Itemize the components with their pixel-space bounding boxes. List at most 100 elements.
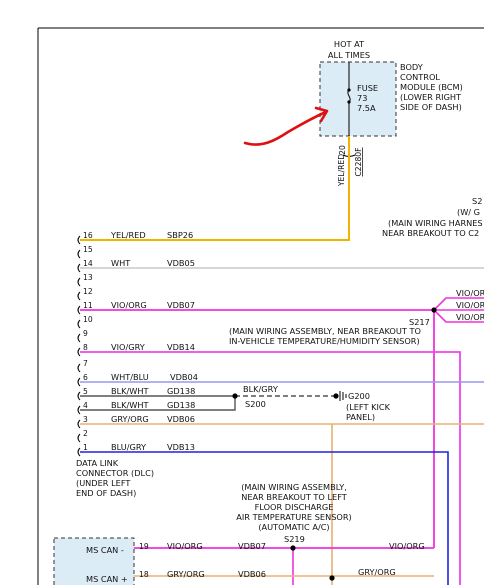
ms-can-minus-label: MS CAN - — [86, 545, 124, 555]
s219-splice-dot — [290, 545, 296, 551]
ms-can-right-plus-color: GRY/ORG — [358, 567, 396, 577]
wire-label-color-5: BLK/WHT — [111, 386, 150, 396]
wire-blk-wht-pin4 — [80, 396, 236, 411]
wire-vio-gry — [80, 351, 461, 585]
bcm-wire-color: YEL/RED — [337, 154, 346, 187]
dlc-pin-14: 14 — [83, 259, 93, 268]
wire-label-circuit-6: VDB04 — [170, 372, 198, 382]
s217-splice-dot — [431, 307, 437, 313]
dlc-pin-4: 4 — [83, 401, 88, 410]
g200-location-1: (LEFT KICK — [346, 402, 391, 412]
dlc-pin-2: 2 — [83, 429, 88, 438]
red-annotation-arrow — [243, 110, 328, 146]
wire-label-color-6: WHT/BLU — [111, 372, 149, 382]
wire-label-color-1: BLU/GRY — [111, 442, 147, 452]
wire-label-color-4: BLK/WHT — [111, 400, 150, 410]
wire-label-color-3: GRY/ORG — [111, 414, 149, 424]
wire-label-color-11: VIO/ORG — [111, 300, 147, 310]
s217-desc-2: IN-VEHICLE TEMPERATURE/HUMIDITY SENSOR) — [229, 336, 420, 346]
wire-label-color-8: VIO/GRY — [111, 342, 146, 352]
wire-label-circuit-5: GD138 — [167, 386, 195, 396]
dlc-pin-12: 12 — [83, 287, 93, 296]
g200-ground-dot — [333, 393, 339, 399]
dlc-label-2: CONNECTOR (DLC) — [76, 468, 154, 478]
wire-label-color-16: YEL/RED — [110, 230, 146, 240]
ms-can-plus-circuit: VDB06 — [238, 569, 266, 579]
bcm-line-1: BODY — [400, 62, 424, 72]
wire-label-circuit-14: VDB05 — [167, 258, 195, 268]
s200-splice-name: S200 — [245, 399, 266, 409]
s219-desc-3: FLOOR DISCHARGE — [255, 502, 334, 512]
dlc-pin-7: 7 — [83, 359, 88, 368]
fuse-rating: 7.5A — [357, 103, 376, 113]
bcm-connector-id: C2280F — [354, 148, 363, 177]
wire-s217-branch-3 — [433, 309, 484, 323]
bcm-line-5: SIDE OF DASH) — [400, 102, 462, 112]
dlc-pin-16: 16 — [83, 231, 93, 240]
wire-label-circuit-1: VDB13 — [167, 442, 195, 452]
dlc-label-4: END OF DASH) — [76, 488, 136, 498]
s2-line-2: (MAIN WIRING HARNES — [388, 218, 483, 228]
hot-at-label: HOT AT — [334, 39, 365, 49]
ms-can-pin-18: 18 — [139, 570, 149, 579]
ms-can-plus-color: GRY/ORG — [167, 569, 205, 579]
s2-line-1: (W/ G — [457, 207, 480, 217]
bcm-pin-number: 20 — [338, 145, 347, 155]
dlc-pin-10: 10 — [83, 315, 93, 324]
bcm-line-3: MODULE (BCM) — [400, 82, 463, 92]
bcm-line-4: (LOWER RIGHT — [400, 92, 462, 102]
dlc-pin-3: 3 — [83, 415, 88, 424]
dlc-pin-8: 8 — [83, 343, 88, 352]
dlc-pin-13: 13 — [83, 273, 93, 282]
dlc-pin-1: 1 — [83, 443, 88, 452]
wire-label-circuit-16: SBP26 — [167, 230, 193, 240]
ms-can-module-box — [53, 537, 135, 585]
ms-can-minus-color: VIO/ORG — [167, 541, 203, 551]
bcm-line-2: CONTROL — [400, 72, 440, 82]
s200-splice-dot — [232, 393, 238, 399]
g200-ground-id: G200 — [348, 391, 370, 401]
ms-can-plus-label: MS CAN + — [86, 574, 128, 584]
s217-splice-name: S217 — [409, 317, 430, 327]
s219-desc-4: AIR TEMPERATURE SENSOR) — [236, 512, 351, 522]
wire-label-circuit-4: GD138 — [167, 400, 195, 410]
s217-branch-label-1: VIO/OR — [456, 288, 484, 298]
s2-line-3: NEAR BREAKOUT TO C2 — [382, 228, 479, 238]
dlc-pin-5: 5 — [83, 387, 88, 396]
wire-label-color-14: WHT — [111, 258, 131, 268]
wire-s217-branch-1 — [433, 297, 484, 311]
s219-splice-name: S219 — [284, 534, 305, 544]
s219-desc-1: (MAIN WIRING ASSEMBLY, — [241, 482, 347, 492]
all-times-label: ALL TIMES — [328, 50, 370, 60]
ms-can-pin-19: 19 — [139, 542, 149, 551]
s2-splice-name: S2 — [472, 196, 482, 206]
bcm-box — [319, 61, 397, 137]
wire-label-circuit-8: VDB14 — [167, 342, 195, 352]
s217-desc-1: (MAIN WIRING ASSEMBLY, NEAR BREAKOUT TO — [229, 326, 421, 336]
dlc-pin-9: 9 — [83, 329, 88, 338]
s217-branch-label-2: VIO/OR — [456, 300, 484, 310]
ms-can-right-minus-color: VIO/ORG — [389, 541, 425, 551]
red-annotation-arrowhead — [314, 106, 329, 123]
wire-label-circuit-11: VDB07 — [167, 300, 195, 310]
dlc-pin-6: 6 — [83, 373, 88, 382]
dlc-connector-marks — [77, 235, 81, 457]
s219-desc-5: (AUTOMATIC A/C) — [258, 522, 329, 532]
dlc-label-1: DATA LINK — [76, 458, 119, 468]
g200-location-2: PANEL) — [346, 412, 375, 422]
dlc-pin-15: 15 — [83, 245, 93, 254]
wire-label-circuit-3: VDB06 — [167, 414, 195, 424]
ms-can-minus-circuit: VDB07 — [238, 541, 266, 551]
blk-gry-wire-label: BLK/GRY — [243, 384, 279, 394]
s219-desc-2: NEAR BREAKOUT TO LEFT — [241, 492, 348, 502]
s-gry-org-splice-dot — [329, 575, 335, 581]
fuse-number: 73 — [357, 93, 367, 103]
dlc-label-3: (UNDER LEFT — [76, 478, 131, 488]
wire-yel-red — [80, 136, 350, 241]
fuse-terminal-top — [347, 88, 351, 92]
wire-blu-gry — [80, 451, 449, 585]
fuse-label: FUSE — [357, 83, 378, 93]
s217-branch-label-3: VIO/OR — [456, 312, 484, 322]
dlc-pin-11: 11 — [83, 301, 93, 310]
